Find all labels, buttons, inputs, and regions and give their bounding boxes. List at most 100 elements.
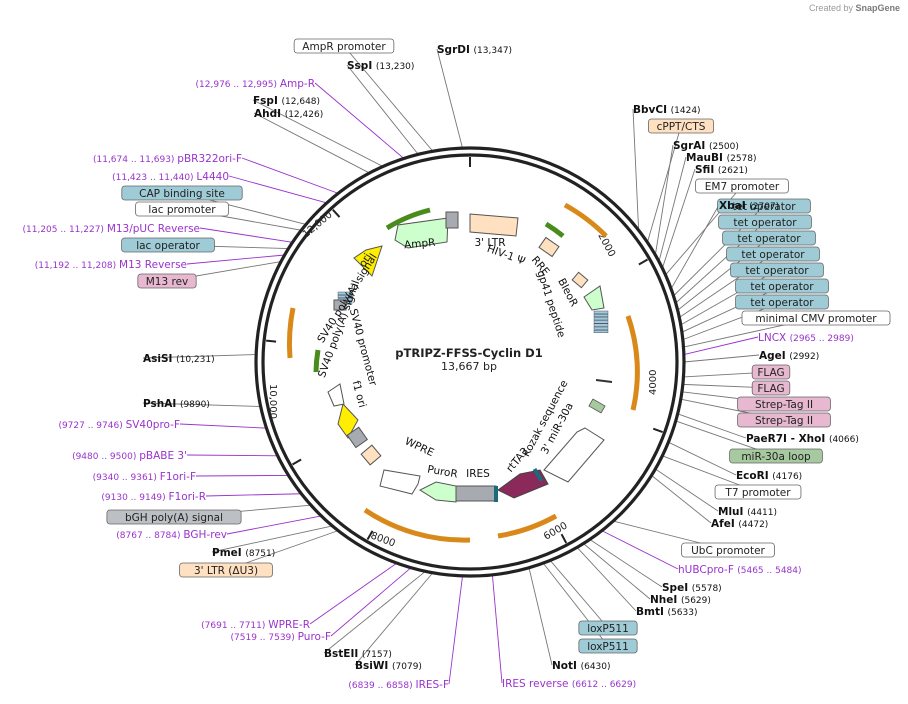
inner-feature-label: f1 ori <box>350 379 369 409</box>
feature-label-text: bGH poly(A) signal <box>125 512 223 524</box>
credit-watermark: Created by SnapGene <box>809 3 900 13</box>
leader-line <box>211 525 333 553</box>
feature-label-text: FLAG <box>757 367 784 379</box>
map-label: AsiSI (10,231) <box>143 353 215 365</box>
primer-label: (9130 .. 9149) F1ori-R <box>101 491 206 503</box>
feature-sv40-left-arrow <box>327 383 345 407</box>
map-label: loxP511 <box>578 620 638 636</box>
leader-line <box>655 468 719 512</box>
inner-feature-label: PuroR <box>426 463 458 480</box>
map-label: (11,205 .. 11,227) M13/pUC Reverse <box>23 223 201 235</box>
map-label: (9727 .. 9746) SV40pro-F <box>58 419 180 431</box>
map-label: loxP511 <box>578 638 638 654</box>
map-label: tet operator <box>730 262 824 278</box>
feature-label-text: miR-30a loop <box>741 451 811 463</box>
tet-operator-mark <box>593 330 609 334</box>
tet-operator-mark <box>593 314 609 318</box>
map-label: AfeI (4472) <box>711 518 768 530</box>
feature-f1-ori <box>337 402 359 439</box>
primer-position: (11,423 .. 11,440) <box>112 173 196 183</box>
feature-rttaa3 <box>497 469 549 499</box>
map-label: miR-30a loop <box>729 448 823 464</box>
enzyme-label: EcoRI (4176) <box>736 470 802 482</box>
enzyme-name: XbaI <box>719 200 749 212</box>
map-label: (7519 .. 7539) Puro-F <box>231 631 331 643</box>
feature-label-box <box>106 509 242 525</box>
feature-label-box <box>741 310 891 326</box>
primer-name: M13 Reverse <box>119 259 187 271</box>
primer-label: hUBCpro-F (5465 .. 5484) <box>678 564 802 576</box>
feature-label-text: AmpR promoter <box>302 41 386 53</box>
leader-line <box>589 539 663 588</box>
primer-label: LNCX (2965 .. 2989) <box>758 332 854 344</box>
enzyme-label: SgrDI (13,347) <box>437 44 512 56</box>
feature-f1-ori-box <box>360 444 382 466</box>
enzyme-position: (7157) <box>362 650 392 660</box>
ring-tick-label: 4000 <box>648 370 659 395</box>
enzyme-position: (5633) <box>668 608 698 618</box>
map-label: M13 rev <box>137 273 197 289</box>
feature-hiv-psi <box>538 236 560 258</box>
tet-operator-mark <box>593 326 609 330</box>
map-label: (6839 .. 6858) IRES-F <box>348 679 449 691</box>
enzyme-label: BmtI (5633) <box>636 606 697 618</box>
map-label: minimal CMV promoter <box>741 310 891 326</box>
enzyme-position: (10,231) <box>176 355 215 365</box>
feature-label-box <box>735 294 829 310</box>
enzyme-position: (6430) <box>581 662 611 672</box>
map-label: (11,674 .. 11,693) pBR322ori-F <box>93 153 242 165</box>
feature-wpre <box>379 469 421 495</box>
primer-label: IRES reverse (6612 .. 6629) <box>502 678 636 690</box>
primer-name: M13/pUC Reverse <box>107 223 200 235</box>
leader-line <box>661 168 696 269</box>
feature-label-box <box>751 364 791 380</box>
map-label: NheI (5629) <box>650 594 711 606</box>
tet-operator-mark <box>593 323 609 327</box>
primer-position: (5465 .. 5484) <box>737 566 801 576</box>
feature-label-text: T7 promoter <box>724 487 791 499</box>
feature-green-arc-top <box>385 207 431 231</box>
enzyme-label: NotI (6430) <box>552 660 611 672</box>
enzyme-position: (12,648) <box>282 97 321 107</box>
feature-sv40-promoter <box>346 426 369 449</box>
feature-ampr <box>394 217 449 249</box>
map-label: (8767 .. 8784) BGH-rev <box>116 529 227 541</box>
enzyme-name: AhdI <box>254 108 285 120</box>
enzyme-position: (7079) <box>392 662 422 672</box>
leader-line <box>670 204 720 290</box>
enzyme-label: AsiSI (10,231) <box>143 353 215 365</box>
leader-line <box>632 108 640 231</box>
feature-label-text: EM7 promoter <box>705 181 780 193</box>
leader-line <box>252 99 384 167</box>
backbone-inner-circle <box>261 153 679 571</box>
enzyme-name: BstEII <box>324 648 362 660</box>
feature-label-text: FLAG <box>757 383 784 395</box>
enzyme-label: BbvCI (1424) <box>633 104 701 116</box>
primer-position: (9130 .. 9149) <box>101 493 168 503</box>
features <box>286 202 640 543</box>
map-label: bGH poly(A) signal <box>106 509 242 525</box>
leader-line <box>677 413 747 439</box>
feature-label-text: Strep-Tag II <box>755 399 813 411</box>
primer-position: (11,674 .. 11,693) <box>93 155 177 165</box>
enzyme-label: NheI (5629) <box>650 594 711 606</box>
inner-feature-label: 3' LTR <box>474 237 505 249</box>
map-label: tet operator <box>722 230 816 246</box>
inner-feature-label: IRES <box>466 468 490 480</box>
leader-line <box>601 530 679 570</box>
leader-line <box>330 567 412 637</box>
map-label: cPPT/CTS <box>648 118 715 134</box>
primer-position: (2965 .. 2989) <box>790 334 854 344</box>
leader-line <box>448 575 463 685</box>
feature-label-box <box>726 246 820 262</box>
map-label: FspI (12,648) <box>253 95 320 107</box>
feature-ires <box>455 485 497 502</box>
leader-line <box>186 254 285 265</box>
enzyme-name: NotI <box>552 660 581 672</box>
primer-name: BGH-rev <box>183 529 227 541</box>
enzyme-name: MauBI <box>686 152 727 164</box>
enzyme-name: FspI <box>253 95 282 107</box>
map-label: (9340 .. 9361) F1ori-F <box>93 471 196 483</box>
leader-line <box>668 441 737 476</box>
